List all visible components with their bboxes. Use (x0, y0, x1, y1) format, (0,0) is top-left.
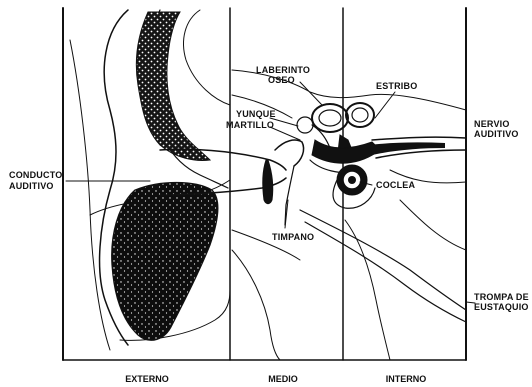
label-yunque: YUNQUE (236, 109, 276, 119)
cochlea (333, 165, 375, 208)
label-conducto-line2: AUDITIVO (9, 181, 54, 191)
label-martillo: MARTILLO (226, 120, 274, 130)
section-label-externo: EXTERNO (125, 374, 169, 384)
section-label-interno: INTERNO (386, 374, 427, 384)
label-coclea: COCLEA (376, 180, 416, 190)
label-timpano: TIMPANO (272, 232, 314, 242)
label-laberinto-line2: OSEO (268, 75, 295, 85)
cartilage-lower (112, 183, 218, 341)
label-conducto-line1: CONDUCTO (9, 170, 62, 180)
eardrum (263, 160, 273, 204)
section-label-medio: MEDIO (268, 374, 298, 384)
label-laberinto-line1: LABERINTO (256, 65, 310, 75)
label-trompa-line1: TROMPA DE (474, 292, 529, 302)
label-trompa-line2: EUSTAQUIO (474, 302, 529, 312)
label-estribo: ESTRIBO (376, 81, 417, 91)
cartilage-upper (136, 12, 210, 160)
auditory-nerve (370, 137, 466, 158)
label-nervio-line1: NERVIO (474, 119, 510, 129)
eustachian-tube (232, 210, 466, 322)
label-nervio-line2: AUDITIVO (474, 129, 519, 139)
